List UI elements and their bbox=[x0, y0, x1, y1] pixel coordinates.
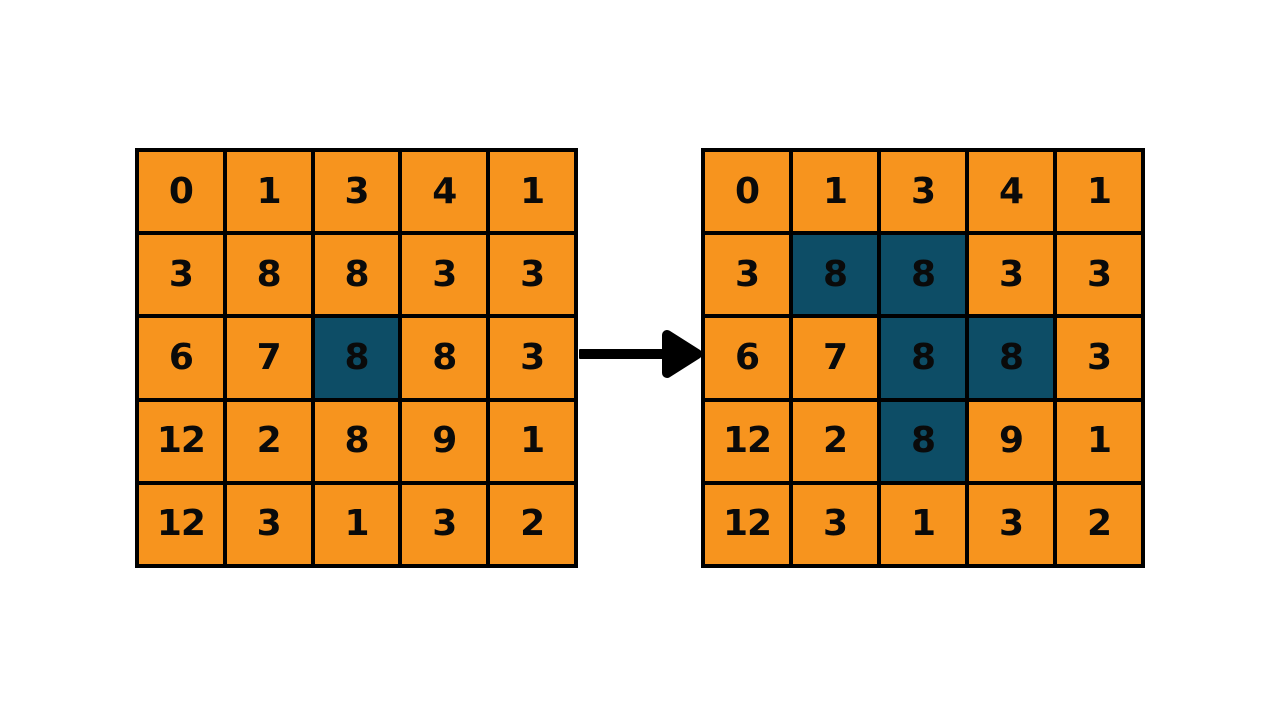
grid-cell: 3 bbox=[488, 233, 576, 317]
grid-cell: 0 bbox=[703, 150, 791, 234]
grid-cell: 7 bbox=[224, 316, 313, 400]
right-arrow-icon bbox=[579, 330, 702, 378]
grid-cell: 9 bbox=[400, 399, 489, 483]
grid-cell: 7 bbox=[791, 316, 879, 400]
grid-cell: 2 bbox=[791, 399, 879, 483]
grid-cell: 8 bbox=[791, 233, 879, 317]
grid-cell: 8 bbox=[879, 233, 967, 317]
grid-cell: 0 bbox=[137, 150, 225, 234]
grid-cell: 1 bbox=[312, 482, 401, 566]
grid-cell: 3 bbox=[488, 316, 576, 400]
grid-cell: 12 bbox=[137, 399, 225, 483]
grid-cell: 2 bbox=[488, 482, 576, 566]
grid-cell: 2 bbox=[1055, 482, 1143, 566]
grid-cell: 3 bbox=[967, 482, 1055, 566]
grid-cell: 8 bbox=[224, 233, 313, 317]
grid-cell: 4 bbox=[967, 150, 1055, 234]
grid-cell: 3 bbox=[703, 233, 791, 317]
grid-cell: 6 bbox=[703, 316, 791, 400]
grid-cell: 8 bbox=[879, 399, 967, 483]
transform-arrow bbox=[579, 328, 703, 380]
grid-cell: 8 bbox=[312, 399, 401, 483]
grid-cell: 3 bbox=[967, 233, 1055, 317]
grid-cell: 3 bbox=[791, 482, 879, 566]
grid-cell: 1 bbox=[224, 150, 313, 234]
grid-cell: 1 bbox=[488, 399, 576, 483]
grid-cell: 2 bbox=[224, 399, 313, 483]
grid-cell: 3 bbox=[1055, 316, 1143, 400]
grid-cell: 3 bbox=[224, 482, 313, 566]
grid-cell: 3 bbox=[1055, 233, 1143, 317]
grid-cell: 3 bbox=[400, 482, 489, 566]
grid-cell: 8 bbox=[400, 316, 489, 400]
grid-cell: 1 bbox=[791, 150, 879, 234]
grid-cell: 1 bbox=[488, 150, 576, 234]
grid-cell: 1 bbox=[1055, 399, 1143, 483]
grid-cell: 4 bbox=[400, 150, 489, 234]
grid-cell: 3 bbox=[137, 233, 225, 317]
grid-cell: 8 bbox=[312, 316, 401, 400]
grid-cell: 1 bbox=[879, 482, 967, 566]
grid-cell: 9 bbox=[967, 399, 1055, 483]
grid-cell: 3 bbox=[312, 150, 401, 234]
grid-cell: 3 bbox=[400, 233, 489, 317]
grid-cell: 6 bbox=[137, 316, 225, 400]
grid-cell: 8 bbox=[312, 233, 401, 317]
grid-cell: 8 bbox=[879, 316, 967, 400]
grid-cell: 1 bbox=[1055, 150, 1143, 234]
grid-cell: 3 bbox=[879, 150, 967, 234]
grid-cell: 12 bbox=[703, 399, 791, 483]
grid-cell: 8 bbox=[967, 316, 1055, 400]
grid-cell: 12 bbox=[137, 482, 225, 566]
grid-cell: 12 bbox=[703, 482, 791, 566]
